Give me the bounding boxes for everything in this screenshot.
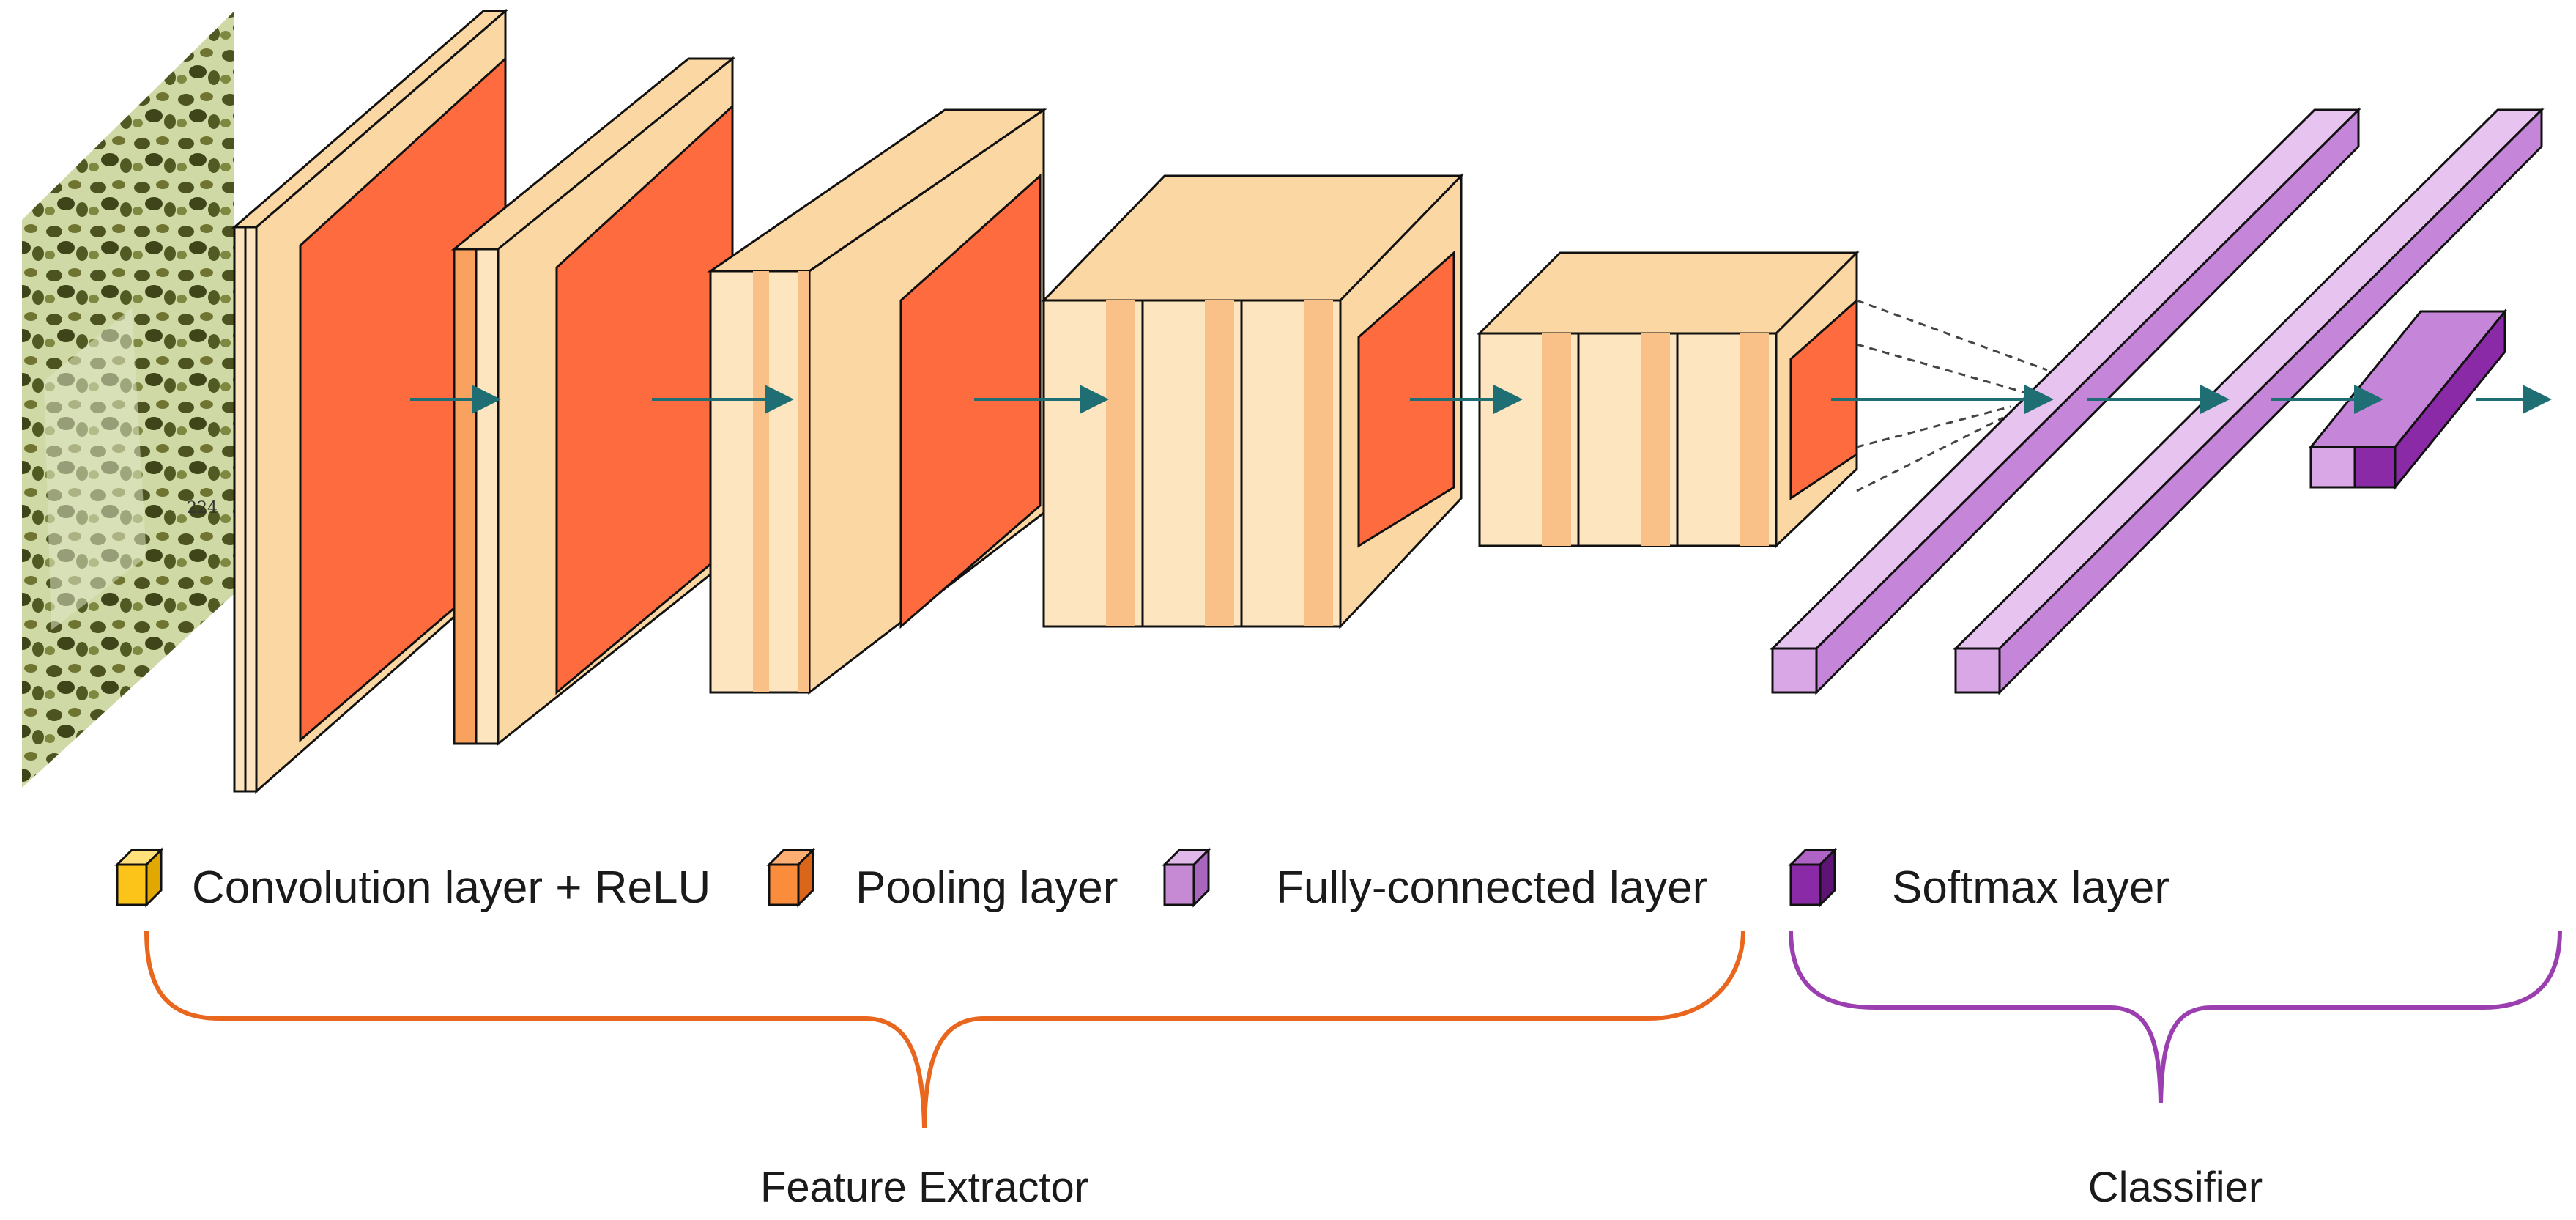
legend-label-fc: Fully-connected layer	[1276, 862, 1707, 913]
legend: Convolution layer + ReLU Pooling layer F…	[114, 847, 2169, 913]
pool-layer-3	[899, 173, 1042, 629]
lavender-cube-icon	[1162, 847, 1211, 908]
fc-layer-1	[1770, 107, 2361, 695]
pool-layer-5	[1789, 297, 1858, 500]
feature-extractor-label: Feature Extractor	[760, 1164, 1088, 1211]
pool-layer-4	[1357, 250, 1455, 548]
feature-extractor-brace	[144, 930, 1745, 1129]
input-image: 224	[22, 11, 234, 788]
legend-label-pool: Pooling layer	[855, 862, 1118, 913]
orange-cube-icon	[766, 847, 816, 908]
legend-label-softmax: Softmax layer	[1892, 862, 2169, 913]
classifier-brace	[1789, 930, 2562, 1103]
legend-label-conv: Convolution layer + ReLU	[192, 862, 710, 913]
classifier-label: Classifier	[2088, 1164, 2263, 1211]
yellow-cube-icon	[114, 847, 164, 908]
projection-lines	[1856, 299, 2048, 492]
purple-cube-icon	[1788, 847, 1838, 908]
fc-layer-2	[1953, 107, 2545, 695]
input-size-label: 224	[187, 499, 218, 517]
